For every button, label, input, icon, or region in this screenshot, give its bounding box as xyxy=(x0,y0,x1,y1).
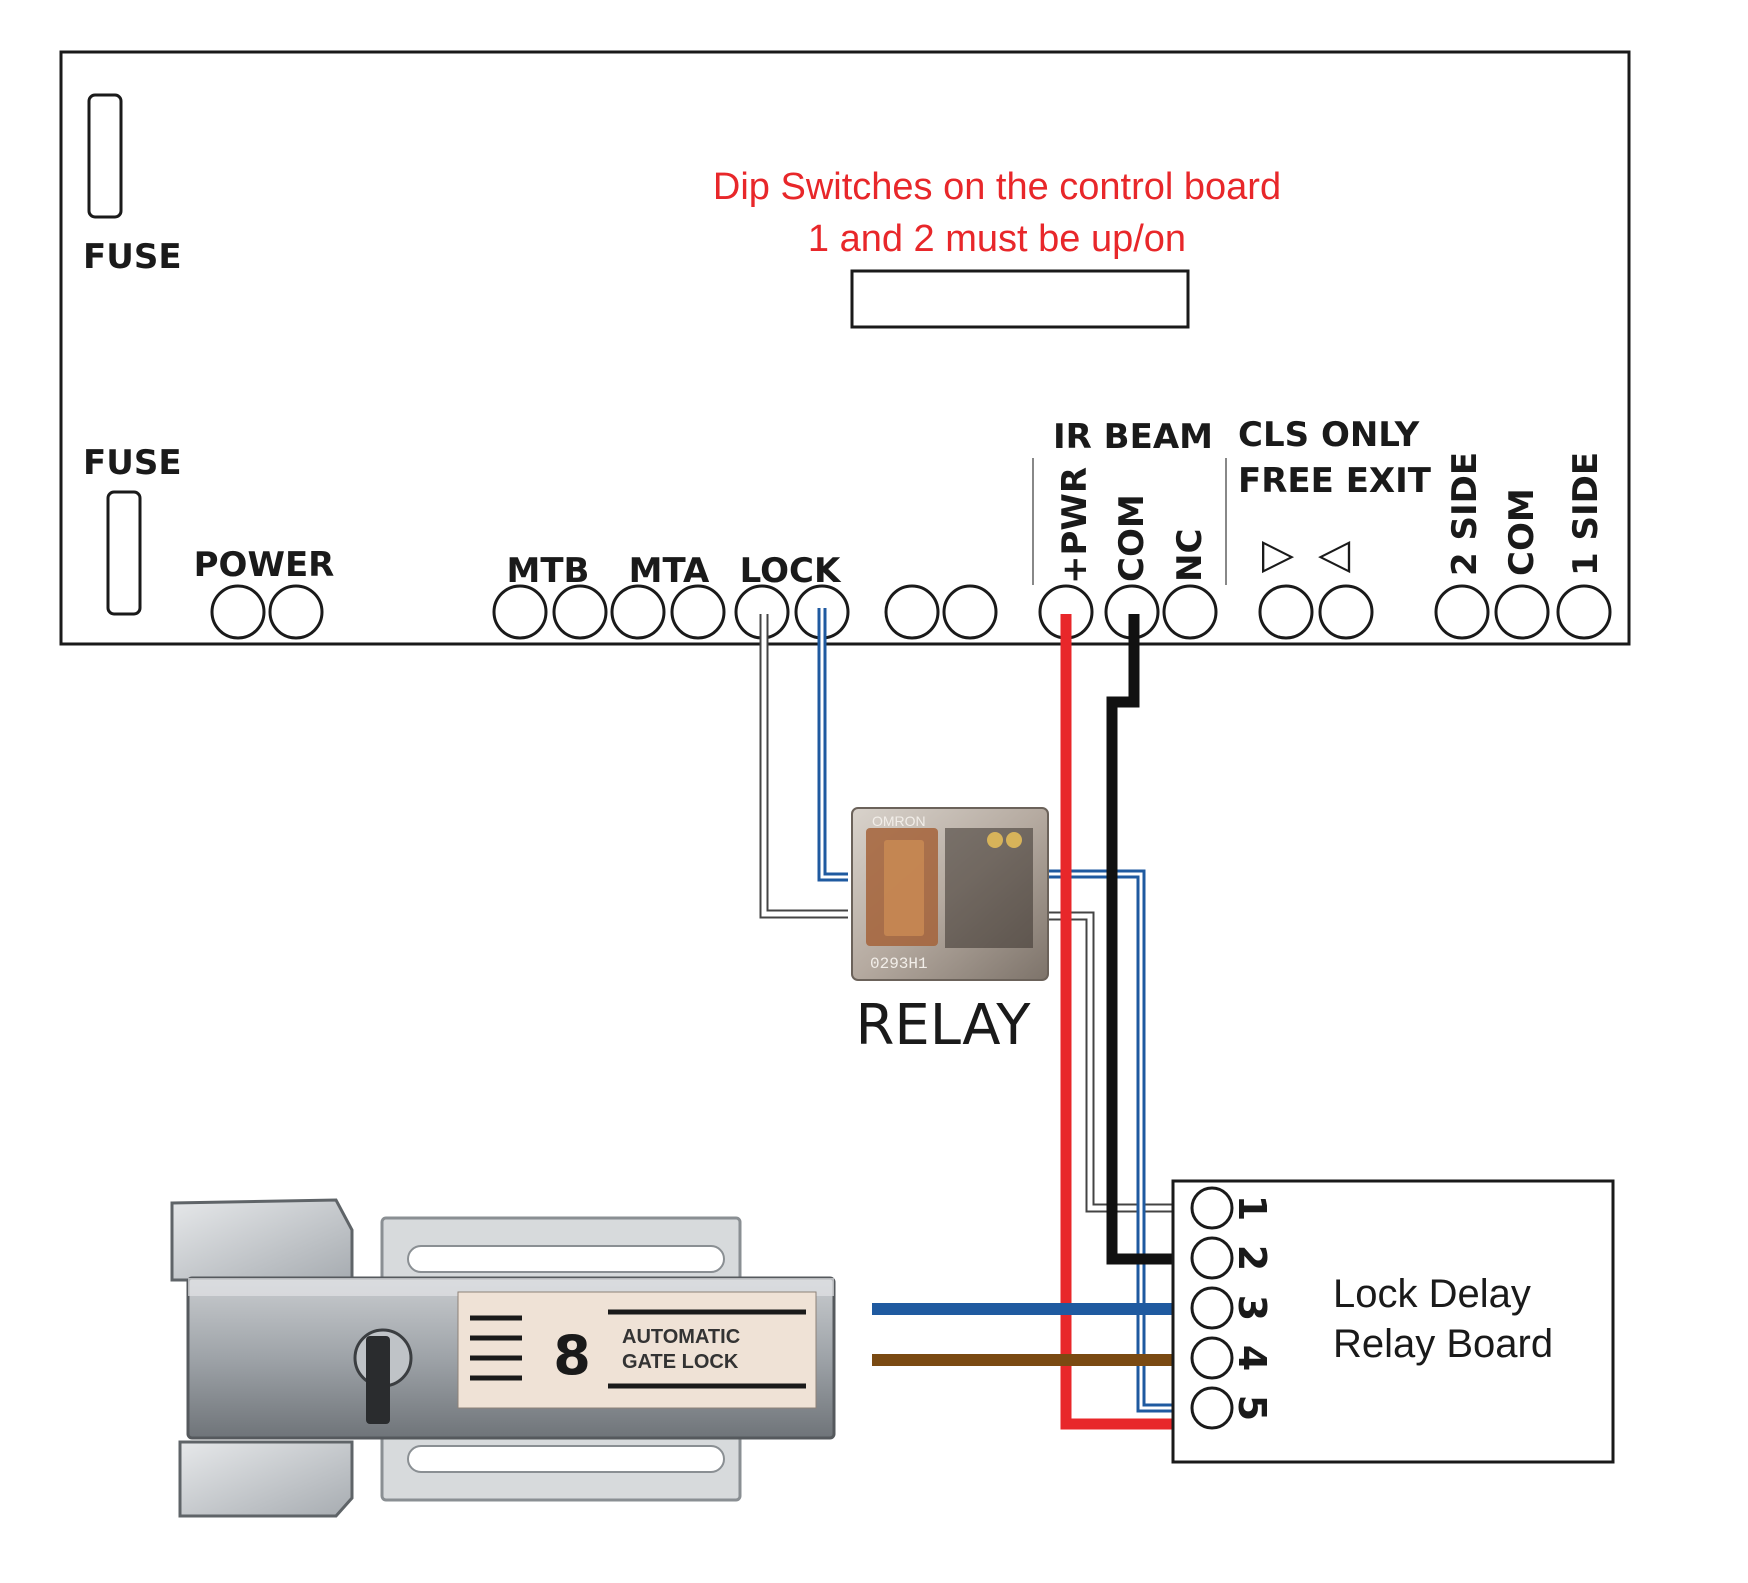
lock-delay-board-title-line2: Relay Board xyxy=(1333,1322,1553,1366)
wire-black-com xyxy=(1106,614,1208,1265)
lock-delay-terminal-number-1: 1 xyxy=(1230,1195,1274,1221)
terminal-label-nc: NC xyxy=(1170,529,1210,582)
terminal-label-lock: LOCK xyxy=(740,551,842,591)
terminal-screw-4 xyxy=(552,584,608,640)
terminal-label-cls-only: CLS ONLY xyxy=(1238,415,1420,455)
lock-delay-terminal-number-4: 4 xyxy=(1230,1345,1274,1371)
gate-lock-bracket-top xyxy=(170,1198,354,1282)
lock-delay-terminal-3 xyxy=(1190,1286,1234,1330)
control-board: FUSE FUSE Dip Switches on the control bo… xyxy=(59,50,1631,646)
terminal-label-1-side: 1 SIDE xyxy=(1566,452,1606,576)
gate-lock-bracket-bottom xyxy=(178,1440,354,1518)
lock-delay-terminal-4 xyxy=(1190,1336,1234,1380)
fuse-top-icon xyxy=(87,93,123,219)
arrow-left-icon: ◁ xyxy=(1318,529,1351,578)
terminal-label-power: POWER xyxy=(194,545,335,585)
gate-lock-label-plate xyxy=(457,1291,817,1409)
terminal-label-mta: MTA xyxy=(629,551,710,591)
lock-delay-board-title-line1: Lock Delay xyxy=(1333,1272,1531,1316)
relay-brand: OMRON xyxy=(872,813,926,829)
lock-delay-board-outline xyxy=(1171,1179,1615,1464)
lock-delay-relay-board: 1 2 3 4 5 Lock Delay Relay Board xyxy=(1171,1179,1615,1464)
control-board-outline xyxy=(59,50,1631,646)
terminal-screw-2 xyxy=(268,584,324,640)
terminal-screw-5 xyxy=(610,584,666,640)
terminal-screw-3 xyxy=(492,584,548,640)
terminal-screw-6 xyxy=(670,584,726,640)
lock-delay-terminal-2 xyxy=(1190,1236,1234,1280)
dip-switch-note-line2: 1 and 2 must be up/on xyxy=(808,218,1186,260)
terminal-label-pwr: +PWR xyxy=(1055,467,1095,584)
lock-delay-terminal-number-2: 2 xyxy=(1230,1245,1274,1271)
lock-delay-terminal-number-5: 5 xyxy=(1230,1395,1274,1421)
terminal-label-free-exit: FREE EXIT xyxy=(1238,461,1432,501)
automatic-gate-lock: 8 AUTOMATIC GATE LOCK xyxy=(170,1198,836,1518)
lock-delay-terminal-5 xyxy=(1190,1386,1234,1430)
terminal-screw-13 xyxy=(1162,584,1218,640)
terminal-screw-16 xyxy=(1434,584,1490,640)
dip-switch-block xyxy=(850,269,1190,329)
terminal-label-2-side: 2 SIDE xyxy=(1445,452,1485,576)
gate-lock-key-icon xyxy=(366,1336,390,1424)
terminal-screw-14 xyxy=(1258,584,1314,640)
wire-relay-to-terminal-1 xyxy=(1048,911,1210,1213)
terminal-screw-15 xyxy=(1318,584,1374,640)
lock-delay-terminal-column: 1 2 3 4 5 xyxy=(1190,1186,1274,1430)
dip-switch-note-line1: Dip Switches on the control board xyxy=(713,166,1281,208)
wire-lock-blue xyxy=(817,608,848,882)
terminal-screw-10 xyxy=(942,584,998,640)
terminal-label-com-2: COM xyxy=(1502,488,1542,576)
terminal-screw-9 xyxy=(884,584,940,640)
wire-red-pwr xyxy=(1060,614,1208,1430)
terminal-label-com: COM xyxy=(1112,494,1152,582)
lock-delay-terminal-1 xyxy=(1190,1186,1234,1230)
gate-lock-text-line1: AUTOMATIC xyxy=(622,1326,740,1348)
gate-lock-text-line2: GATE LOCK xyxy=(622,1351,739,1373)
terminal-screw-18 xyxy=(1556,584,1612,640)
terminal-screw-1 xyxy=(210,584,266,640)
wire-lock-white xyxy=(759,614,848,919)
relay-label: RELAY xyxy=(856,993,1032,1058)
lock-delay-terminal-number-3: 3 xyxy=(1230,1295,1274,1321)
wires xyxy=(759,608,1210,1430)
relay: OMRON 0293H1 RELAY xyxy=(851,807,1049,1058)
terminal-label-ir-beam: IR BEAM xyxy=(1053,417,1213,457)
terminal-screw-17 xyxy=(1494,584,1550,640)
gate-lock-logo: 8 xyxy=(553,1324,591,1387)
relay-code: 0293H1 xyxy=(870,955,928,973)
fuse-bottom-icon xyxy=(106,490,142,616)
fuse-top-label: FUSE xyxy=(83,237,182,277)
fuse-bottom-label: FUSE xyxy=(83,443,182,483)
terminal-row xyxy=(210,584,1612,640)
arrow-right-icon: ▷ xyxy=(1262,529,1295,578)
terminal-label-mtb: MTB xyxy=(507,551,590,591)
